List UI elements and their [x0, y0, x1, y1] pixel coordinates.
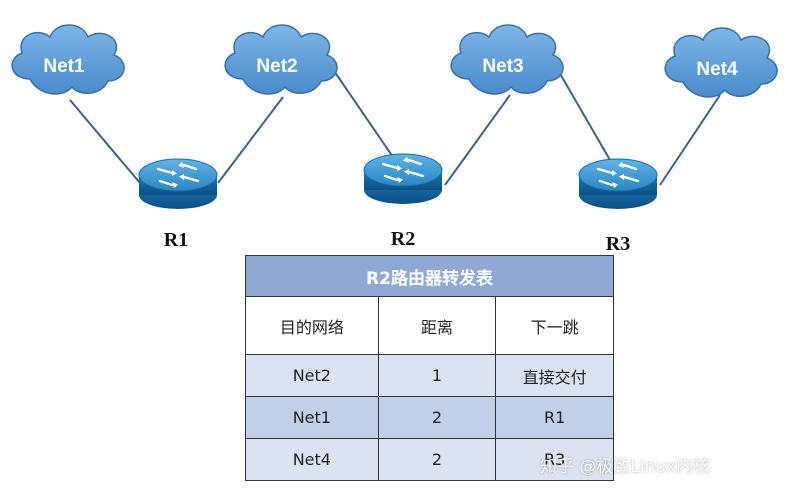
table-title: R2路由器转发表 — [245, 255, 614, 297]
table-row: Net1 2 R1 — [245, 396, 614, 439]
link-net1-r1 — [69, 99, 141, 184]
cell-destination: Net1 — [245, 396, 379, 439]
router-r1: R1 — [137, 157, 219, 251]
table-row: Net4 2 R3 — [245, 438, 614, 481]
links — [69, 64, 721, 186]
router-r3-label: R3 — [606, 233, 630, 255]
header-distance: 距离 — [377, 296, 497, 355]
cloud-net2: Net2 — [224, 24, 338, 95]
net2-label: Net2 — [256, 56, 297, 77]
cell-next-hop: R3 — [495, 438, 614, 481]
cell-next-hop: 直接交付 — [495, 354, 614, 397]
router-icon — [577, 157, 659, 211]
header-destination: 目的网络 — [245, 296, 379, 355]
cloud-net1: Net1 — [11, 24, 125, 95]
cell-next-hop: R1 — [495, 396, 614, 439]
r2-forwarding-table: R2路由器转发表 目的网络 距离 下一跳 Net2 1 直接交付 Net1 2 … — [245, 255, 614, 481]
router-icon — [362, 152, 444, 206]
cell-destination: Net2 — [245, 354, 379, 397]
router-r3: R3 — [577, 157, 659, 255]
table-row: Net2 1 直接交付 — [245, 354, 614, 397]
link-net2-r2 — [329, 64, 396, 161]
router-r1-label: R1 — [164, 229, 188, 251]
link-r3-net4 — [659, 94, 721, 186]
cell-destination: Net4 — [245, 438, 379, 481]
table-title-row: R2路由器转发表 — [245, 255, 614, 297]
header-next-hop: 下一跳 — [495, 296, 614, 355]
link-net3-r3 — [554, 64, 611, 161]
link-r1-net2 — [217, 96, 284, 184]
net3-label: Net3 — [482, 56, 523, 77]
table-header-row: 目的网络 距离 下一跳 — [245, 296, 614, 355]
cell-distance: 2 — [377, 396, 497, 439]
net1-label: Net1 — [43, 56, 85, 77]
router-icon — [137, 157, 219, 211]
link-r2-net3 — [444, 94, 511, 186]
cloud-net3: Net3 — [450, 24, 564, 95]
net4-label: Net4 — [696, 59, 738, 80]
cell-distance: 1 — [377, 354, 497, 397]
router-r2: R2 — [362, 152, 444, 250]
cell-distance: 2 — [377, 438, 497, 481]
watermark: 知乎 @极致Linux内核 — [540, 457, 711, 477]
cloud-net4: Net4 — [664, 27, 778, 98]
router-r2-label: R2 — [391, 228, 415, 250]
